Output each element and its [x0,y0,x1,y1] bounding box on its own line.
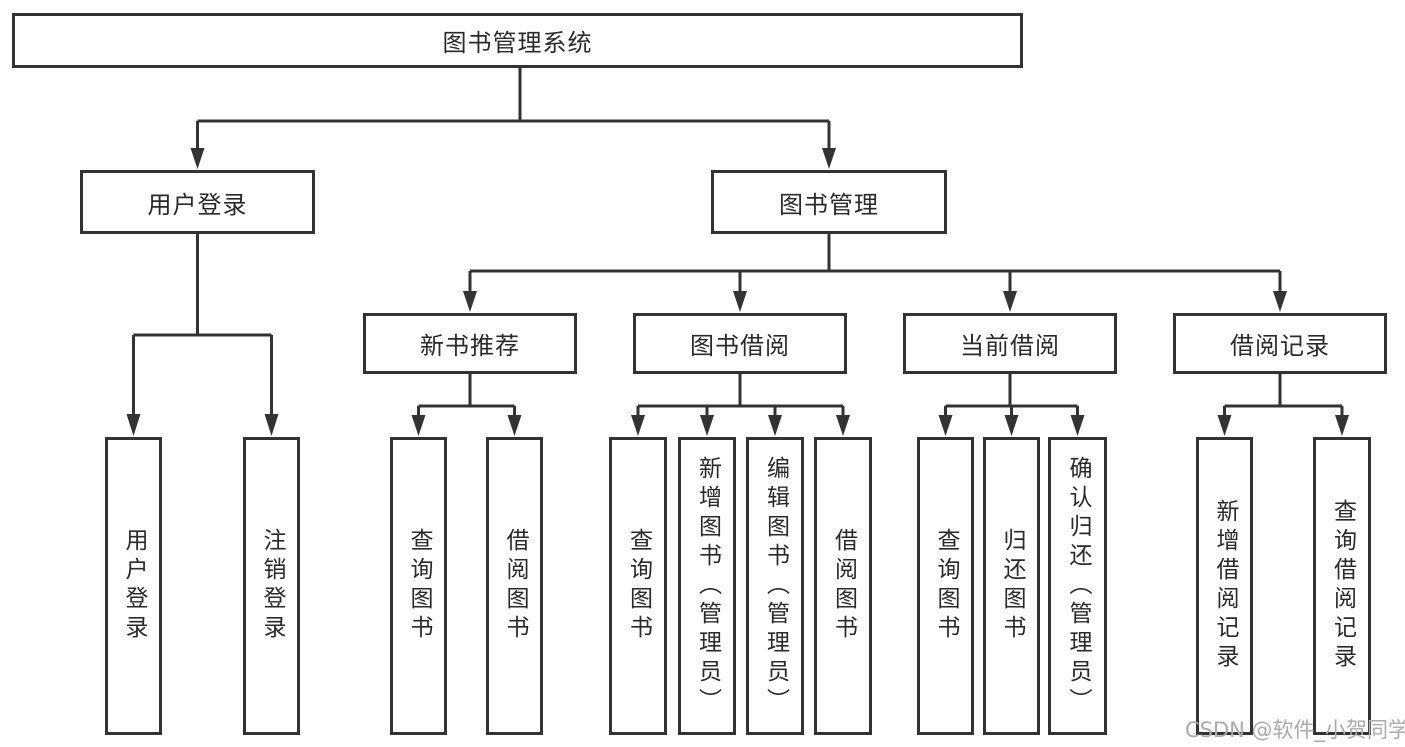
node-label: 查询图书 [625,528,652,644]
node-label: 借阅图书 [830,528,857,644]
leaf-add-borrow-record: 新增借阅记录 [1196,437,1253,735]
node-borrowing-records: 借阅记录 [1173,313,1387,374]
node-current-borrowing: 当前借阅 [903,313,1117,374]
node-label: 新增借阅记录 [1212,499,1238,673]
node-book-borrowing: 图书借阅 [633,313,847,374]
leaf-query-book-current: 查询图书 [917,437,974,735]
node-label: 归还图书 [999,528,1025,644]
node-label: 借阅记录 [1230,332,1330,360]
leaf-edit-book-admin: 编辑图书（管理员） [746,437,804,735]
node-label: 查询图书 [933,528,959,644]
node-label: 查询借阅记录 [1329,499,1356,673]
leaf-borrow-book-recommend: 借阅图书 [486,437,543,735]
node-new-book-recommendation: 新书推荐 [363,313,577,374]
leaf-add-book-admin: 新增图书（管理员） [678,437,736,735]
csdn-watermark: CSDN @软件_小贺同学 [1185,718,1405,742]
node-library-management-system: 图书管理系统 [12,13,1023,68]
node-label: 新书推荐 [420,332,520,360]
leaf-logout: 注销登录 [243,437,300,735]
leaf-query-book-borrow: 查询图书 [609,437,667,735]
node-label: 用户登录 [147,190,248,219]
node-label: 借阅图书 [502,528,528,644]
node-label: 注销登录 [259,528,285,644]
node-label: 编辑图书（管理员） [762,455,789,717]
node-label: 图书管理 [779,190,879,219]
leaf-query-book-recommend: 查询图书 [390,437,447,735]
node-label: 新增图书（管理员） [694,455,721,717]
leaf-query-borrow-record: 查询借阅记录 [1313,437,1371,735]
node-label: 用户登录 [121,528,147,644]
leaf-borrow-book: 借阅图书 [814,437,872,735]
leaf-user-login: 用户登录 [105,437,162,735]
node-user-login: 用户登录 [80,170,315,234]
node-book-management: 图书管理 [711,170,947,234]
node-label: 图书管理系统 [442,29,593,57]
node-label: 当前借阅 [960,332,1060,360]
node-label: 查询图书 [406,528,432,644]
node-label: 图书借阅 [690,332,790,360]
leaf-confirm-return-admin: 确认归还（管理员） [1048,437,1107,735]
leaf-return-book: 归还图书 [983,437,1040,735]
node-label: 确认归还（管理员） [1065,455,1091,717]
